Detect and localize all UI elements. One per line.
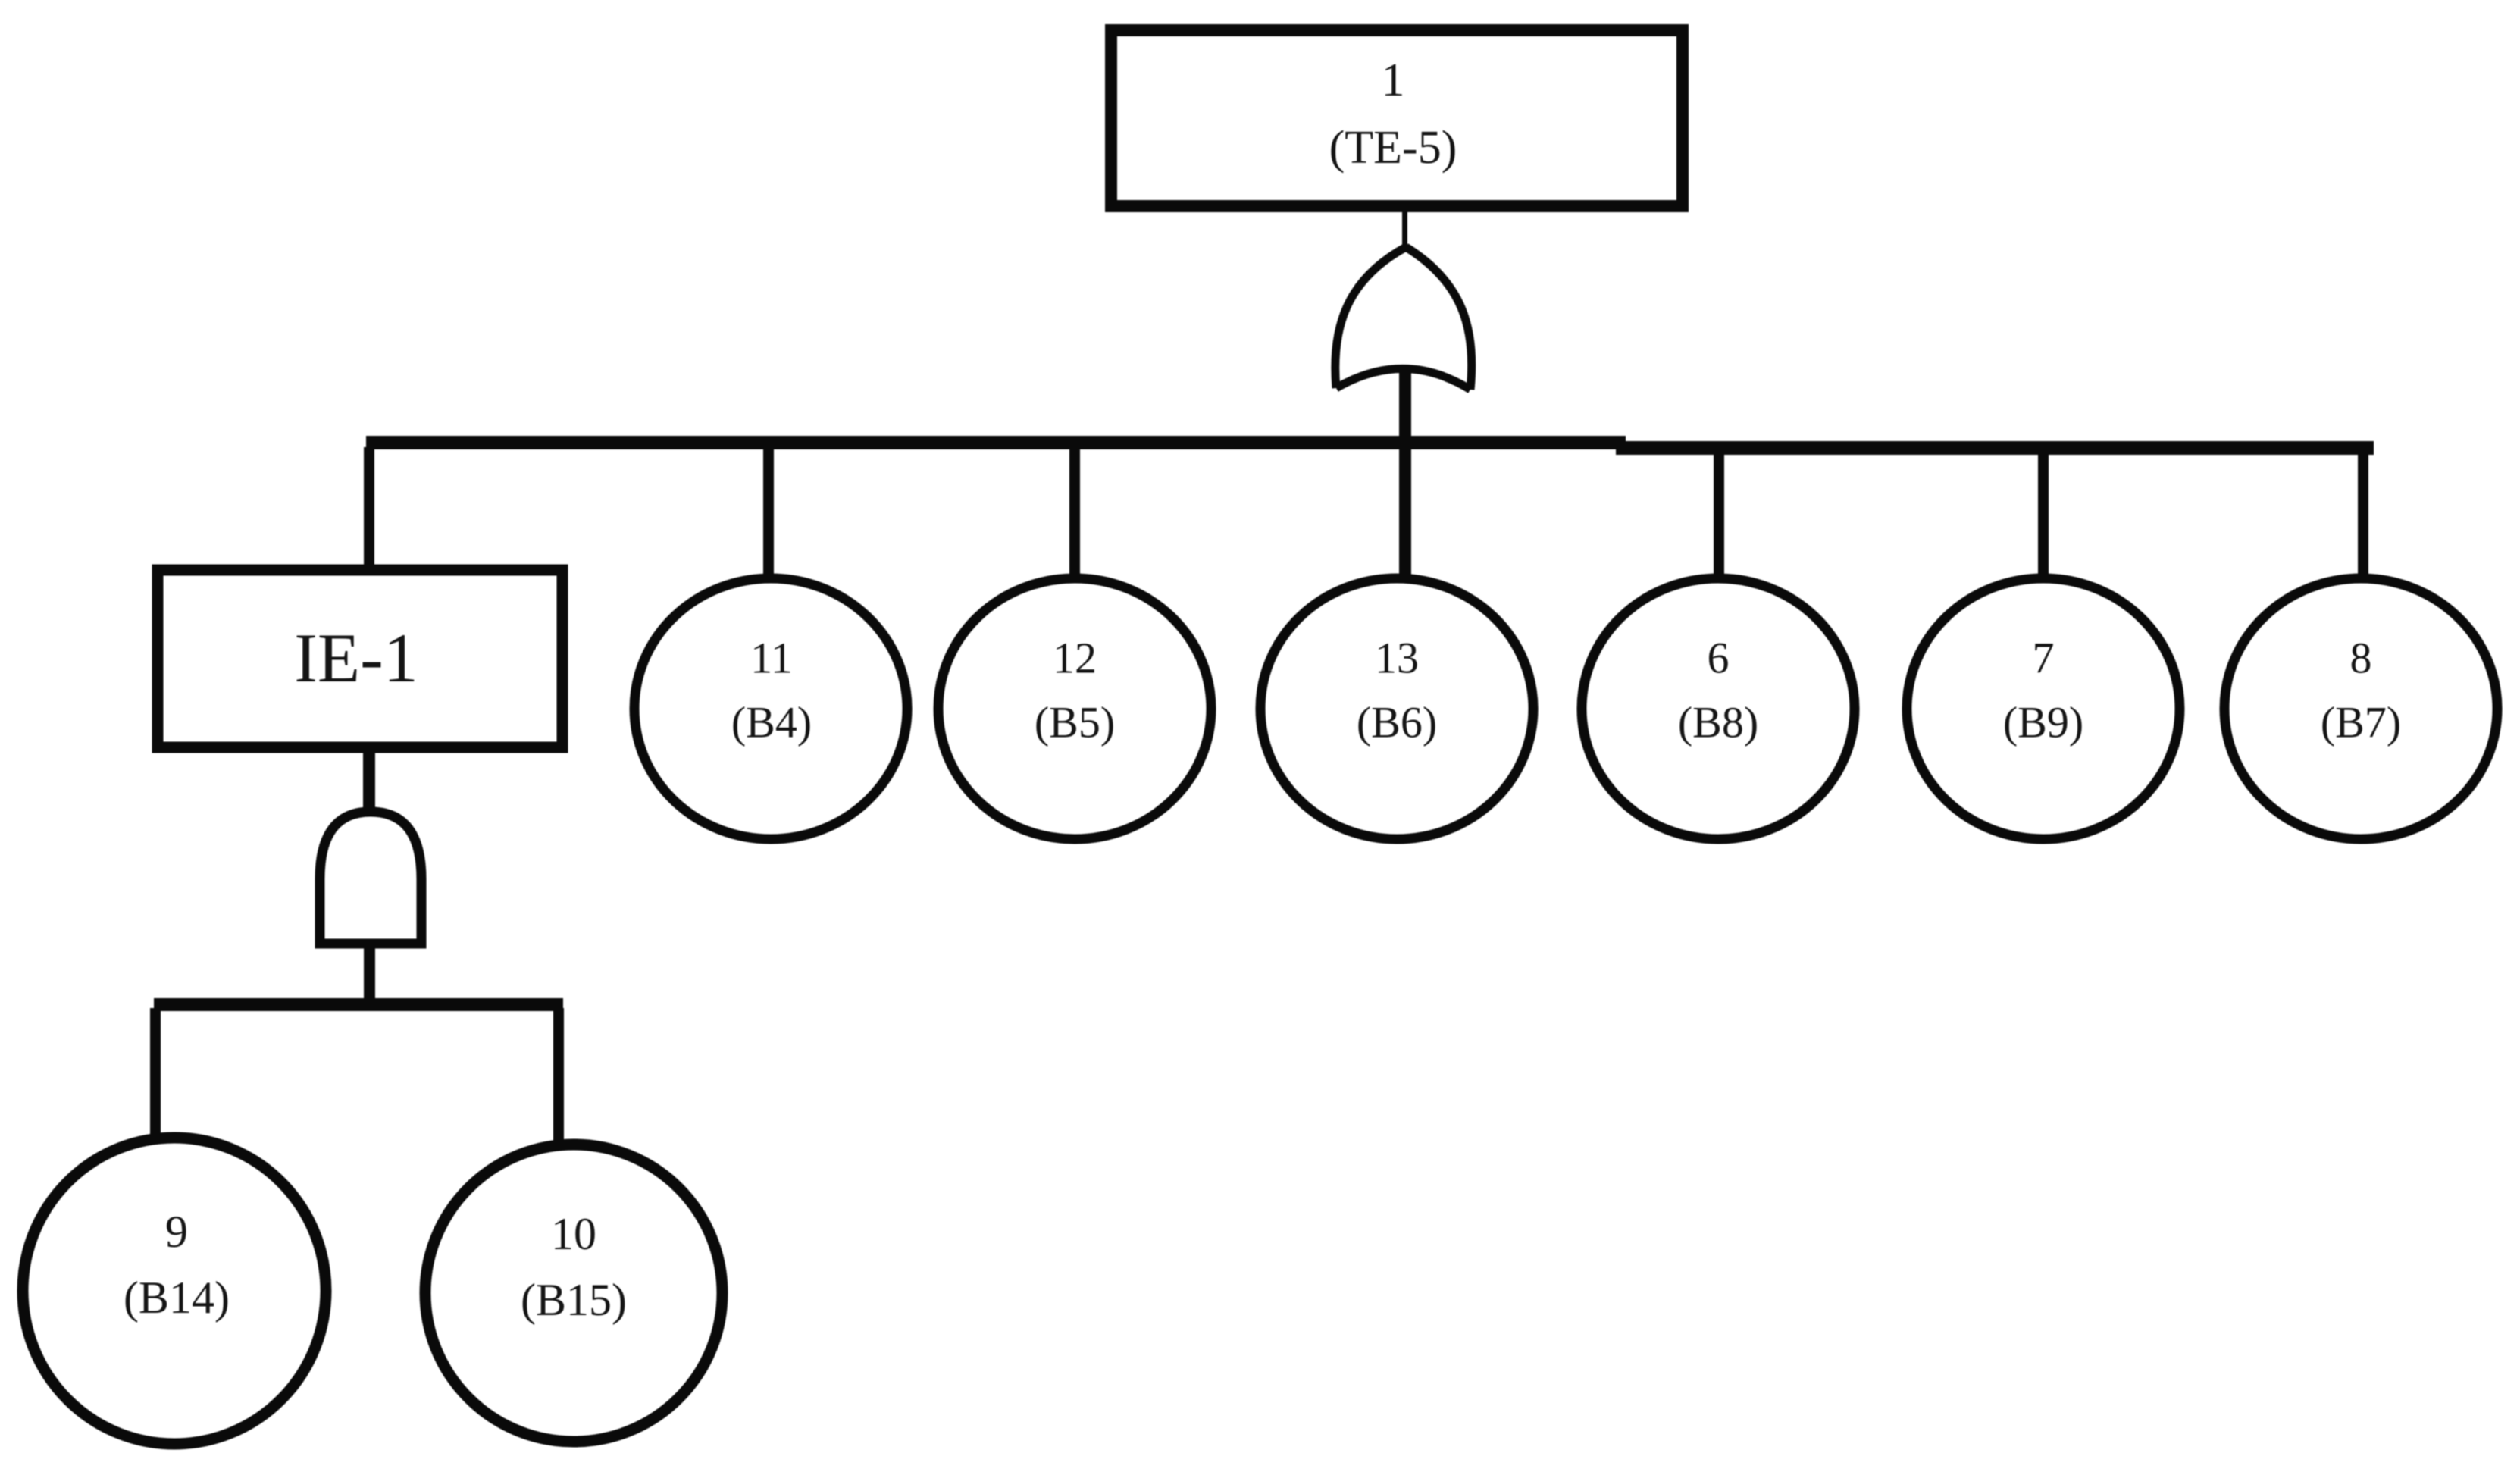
basic-event-id: 8 [2350,634,2372,683]
basic-event-id: 10 [551,1209,596,1259]
basic-event-code: (B15) [521,1275,627,1325]
basic-event-circle [419,1138,728,1448]
intermediate-event-label: IE-1 [294,619,418,697]
basic-event-circle [629,573,913,844]
basic-event-circle [17,1132,332,1450]
basic-event-node-6: 6 (B8) [1576,573,1860,844]
basic-event-code: (B5) [1035,698,1115,747]
top-event-code: (TE-5) [1329,122,1457,174]
intermediate-event-node: IE-1 [152,564,568,753]
and-gate-symbol [315,806,427,949]
basic-event-node-8: 8 (B7) [2219,573,2503,844]
basic-event-node-9: 9 (B14) [17,1132,332,1450]
basic-event-code: (B7) [2321,698,2401,747]
basic-event-circle [2219,573,2503,844]
top-event-id: 1 [1382,55,1405,106]
basic-event-circle [1576,573,1860,844]
connectors [150,209,2374,1154]
basic-event-id: 11 [750,634,793,683]
basic-event-code: (B9) [2003,698,2083,747]
basic-event-code: (B14) [124,1273,230,1323]
drop-to-event-11 [763,447,774,591]
basic-event-node-7: 7 (B9) [1902,573,2185,844]
connector-ie1-to-andgate [363,749,375,816]
basic-event-circle [1255,573,1539,844]
drop-to-event-13 [1399,453,1411,591]
basic-event-code: (B6) [1357,698,1437,747]
basic-event-node-12: 12 (B5) [933,573,1216,844]
drop-to-event-12 [1069,447,1080,591]
basic-event-id: 9 [165,1207,188,1257]
main-rail-right-segment [1616,441,2374,455]
drop-to-event-10 [553,1008,564,1154]
basic-event-id: 12 [1053,634,1097,683]
connector-orgate-to-rail [1399,370,1411,455]
basic-event-id: 13 [1375,634,1419,683]
basic-event-node-13: 13 (B6) [1255,573,1539,844]
basic-event-circle [933,573,1216,844]
basic-event-code: (B4) [731,698,812,747]
basic-event-id: 6 [1708,634,1730,683]
drop-to-event-7 [2038,452,2049,591]
basic-event-node-11: 11 (B4) [629,573,913,844]
basic-event-code: (B8) [1678,698,1758,747]
intermediate-event-box [152,564,568,753]
and-gate [315,806,427,949]
drop-to-event-9 [150,1008,161,1148]
drop-to-ie1 [364,447,374,566]
main-rail-left-segment [366,436,1626,449]
connector-topbox-to-orgate [1402,209,1407,252]
top-event-box [1105,24,1689,212]
basic-event-circle [1902,573,2185,844]
or-gate-symbol [1331,243,1476,393]
top-event-node: 1 (TE-5) [1105,24,1689,212]
or-gate [1331,243,1476,393]
drop-to-event-8 [2358,452,2368,591]
sub-rail [154,998,563,1011]
drop-to-event-6 [1714,452,1724,591]
connector-andgate-to-subrail [364,942,375,1004]
basic-event-id: 7 [2033,634,2055,683]
basic-event-node-10: 10 (B15) [419,1138,728,1448]
